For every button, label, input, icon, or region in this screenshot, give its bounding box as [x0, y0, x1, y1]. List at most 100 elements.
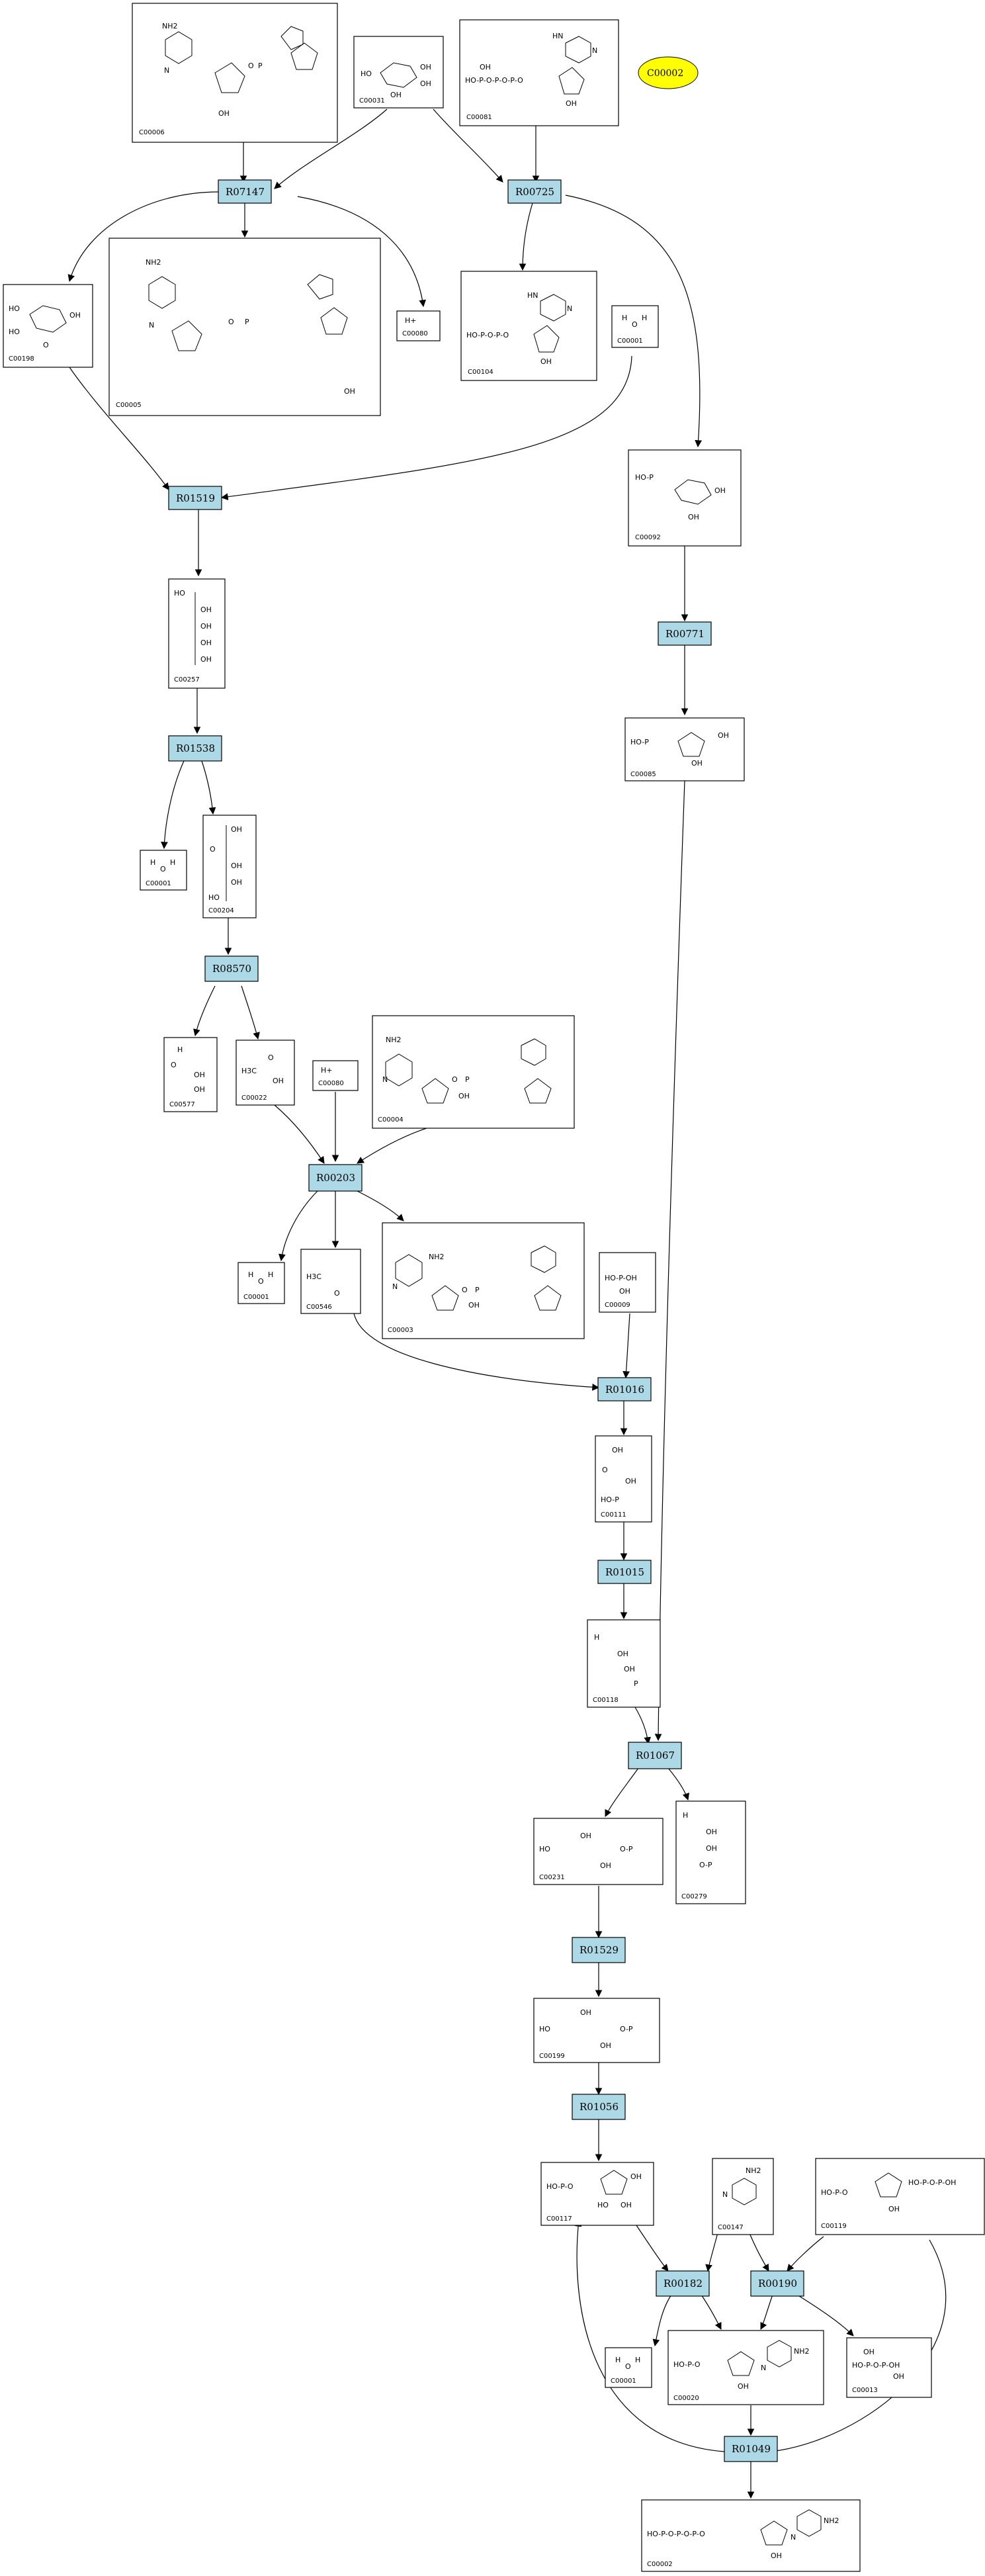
compound-id: C00020 [673, 2395, 699, 2402]
atom-label: O [171, 1061, 177, 1069]
compound-node[interactable]: HO-P OH OH C00092 [628, 449, 742, 547]
atom-label: OH [619, 1287, 630, 1296]
compound-id: C00080 [318, 1080, 344, 1087]
compound-node[interactable]: H O OH OH C00577 [163, 1037, 218, 1112]
atom-label: HO-P-OH [605, 1274, 637, 1282]
compound-id: C00577 [169, 1101, 195, 1108]
compound-node[interactable]: HO-P-O HO-P-O-P-OH OH C00119 [815, 2158, 985, 2235]
compound-node[interactable]: H+ C00080 [396, 310, 441, 341]
atom-label: HO [9, 304, 20, 313]
atom-label: N [382, 1075, 388, 1084]
compound-node[interactable]: HO OH OH OH C00031 [353, 36, 444, 109]
atom-label: OH [344, 387, 355, 396]
compound-node[interactable]: HO OH O-P OH C00231 [533, 1818, 664, 1885]
reaction-node-r07147[interactable]: R07147 [218, 179, 272, 204]
reaction-node-r01529[interactable]: R01529 [572, 1937, 626, 1963]
atom-label: OH [468, 1301, 480, 1310]
compound-id: C00111 [601, 1511, 626, 1519]
compound-node[interactable]: OH HO-P-O-P-O-P-O HN N OH C00081 [459, 19, 619, 126]
compound-node[interactable]: H3C O C00546 [300, 1249, 361, 1314]
compound-id: C00257 [174, 676, 200, 684]
reaction-label: R01519 [176, 492, 215, 504]
compound-node[interactable]: H OH OH O-P C00279 [675, 1800, 746, 1904]
compound-id: C00001 [146, 880, 171, 887]
compound-node[interactable]: H O H C00001 [605, 2347, 652, 2388]
atom-label: OH [69, 311, 81, 320]
reaction-node-r00203[interactable]: R00203 [308, 1164, 363, 1192]
atom-label: H [170, 858, 175, 867]
atom-label: N [567, 304, 572, 313]
atom-label: N [761, 2364, 766, 2372]
atom-label: P [258, 62, 263, 70]
compound-node[interactable]: H O H C00001 [140, 850, 187, 891]
compound-node[interactable]: HO-P-OH OH C00009 [599, 1252, 656, 1313]
compound-node[interactable]: HO-P-O-P-O HN N OH C00104 [460, 271, 597, 381]
atom-label: H [248, 1270, 253, 1279]
atom-label: OH [566, 99, 577, 108]
compound-node[interactable]: HO-P OH OH C00085 [624, 717, 745, 781]
atom-label: OH [231, 825, 242, 834]
reaction-edges [67, 109, 947, 2499]
atom-label: H3C [241, 1067, 257, 1075]
atom-label: O-P [699, 1861, 712, 1869]
atom-label: OH [580, 1832, 591, 1840]
atom-label: HO-P [630, 738, 649, 746]
atom-label: O [632, 320, 638, 329]
compound-node[interactable]: H O H C00001 [611, 305, 659, 348]
reaction-node-r08570[interactable]: R08570 [204, 955, 259, 982]
compound-node[interactable]: OH O OH OH HO C00204 [202, 815, 257, 918]
compound-node[interactable]: NH2 O P OH N C00005 [108, 238, 381, 416]
reaction-node-r01519[interactable]: R01519 [168, 486, 222, 510]
reaction-label: R01056 [579, 2101, 619, 2113]
highlight-label: C00002 [647, 68, 683, 79]
compound-node[interactable]: HO HO OH O C00198 [3, 284, 93, 368]
reaction-node-r01016[interactable]: R01016 [597, 1377, 652, 1401]
compound-node[interactable]: H3C O OH C00022 [236, 1040, 295, 1106]
edge [69, 367, 169, 490]
atom-label: HO-P-O [546, 2182, 574, 2191]
reaction-node-r01538[interactable]: R01538 [168, 735, 222, 762]
atom-label: O [268, 1053, 274, 1062]
compound-node[interactable]: NH2 N C00147 [712, 2158, 774, 2235]
highlight-compound[interactable]: C00002 [638, 56, 699, 89]
compound-node[interactable]: HO-P-O OH HO OH C00117 [540, 2162, 654, 2226]
compound-node[interactable]: H+ C00080 [312, 1060, 359, 1091]
atom-label: HO-P-O-P-OH [852, 2361, 900, 2370]
reaction-node-r00725[interactable]: R00725 [507, 179, 562, 204]
atom-label: OH [218, 109, 230, 118]
atom-label: H [622, 314, 627, 322]
compound-id: C00117 [546, 2215, 572, 2223]
reaction-node-r01056[interactable]: R01056 [572, 2094, 626, 2120]
compound-node[interactable]: HO OH O-P OH C00199 [533, 1998, 660, 2063]
reaction-node-r01067[interactable]: R01067 [628, 1742, 682, 1769]
compound-node[interactable]: HO-P-O-P-OH OH OH C00013 [846, 2337, 932, 2398]
compound-node[interactable]: NH2 O P OH N C00004 [372, 1015, 575, 1129]
atom-label: O [462, 1286, 468, 1294]
compound-node[interactable]: HO-P-O NH2 N OH C00020 [667, 2330, 824, 2405]
reaction-node-r00190[interactable]: R00190 [750, 2270, 804, 2297]
compound-node[interactable]: NH2 O P OH N C00003 [382, 1222, 585, 1339]
atom-label: H [150, 858, 155, 867]
compound-node[interactable]: HO OH OH OH OH C00257 [168, 578, 226, 689]
compound-node[interactable]: NH2 O P OH N C00006 [132, 3, 338, 143]
atom-label: O [210, 845, 216, 854]
compound-node[interactable]: H OH OH P C00118 [587, 1619, 661, 1708]
atom-label: H [635, 2356, 640, 2364]
reaction-label: R01529 [579, 1944, 619, 1956]
atom-label: OH [200, 639, 212, 647]
reaction-node-r00771[interactable]: R00771 [658, 621, 712, 646]
compound-node[interactable]: OH O OH HO-P C00111 [595, 1435, 652, 1523]
atom-label: O [334, 1289, 340, 1298]
atom-label: HO [539, 1845, 550, 1853]
atom-label: O-P [620, 1845, 633, 1853]
compound-node[interactable]: HO-P-O-P-O-P-O NH2 N OH C00002 [641, 2499, 861, 2572]
edge [519, 202, 533, 271]
reaction-node-r00182[interactable]: R00182 [656, 2270, 710, 2297]
reaction-node-r01049[interactable]: R01049 [724, 2436, 778, 2462]
reaction-label: R01016 [605, 1384, 644, 1396]
reaction-node-r01015[interactable]: R01015 [597, 1560, 652, 1584]
atom-label: OH [706, 1844, 717, 1853]
compound-node[interactable]: H O H C00001 [237, 1262, 285, 1304]
atom-label: OH [688, 513, 699, 521]
atom-label: O-P [620, 2025, 633, 2033]
